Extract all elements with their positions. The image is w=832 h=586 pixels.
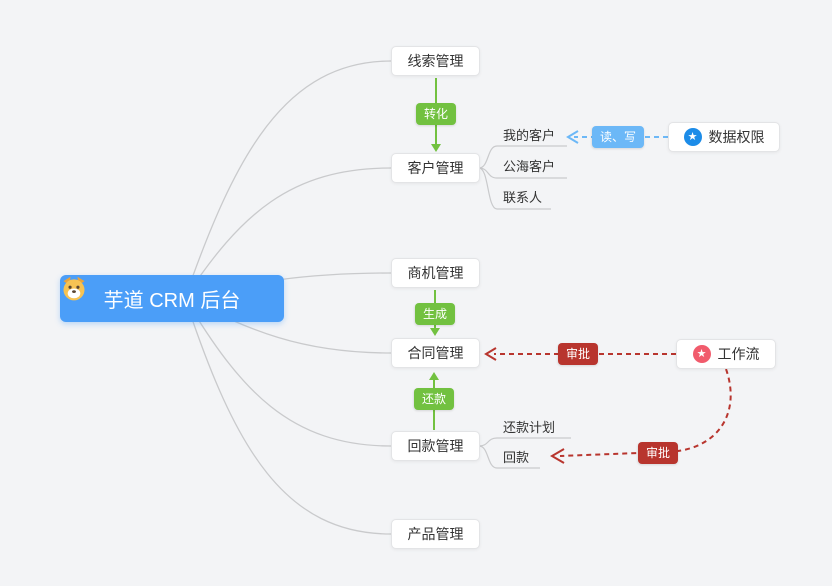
node-workflow[interactable]: ★ 工作流 (676, 339, 776, 369)
star-icon: ★ (683, 128, 702, 146)
star-icon: ★ (692, 345, 711, 363)
node-contract-management[interactable]: 合同管理 (391, 338, 480, 368)
badge-approve-contract[interactable]: 审批 (557, 343, 599, 365)
node-product-management[interactable]: 产品管理 (391, 519, 480, 549)
badge-convert[interactable]: 转化 (415, 103, 457, 125)
node-label: 工作流 (717, 346, 760, 362)
child-receivable[interactable]: 回款 (503, 450, 530, 465)
branch-clue (184, 60, 392, 299)
node-customer-management[interactable]: 客户管理 (391, 153, 480, 183)
node-label: 合同管理 (407, 345, 464, 361)
child-my-customers[interactable]: 我的客户 (503, 128, 556, 143)
dog-icon (63, 276, 85, 301)
customer-children-connectors (478, 145, 567, 210)
node-label: 商机管理 (407, 265, 464, 281)
badge-read-write[interactable]: 读、写 (591, 126, 645, 148)
child-public-customers[interactable]: 公海客户 (503, 159, 556, 174)
branch-product (184, 297, 392, 535)
child-contacts[interactable]: 联系人 (503, 190, 543, 205)
node-label: 产品管理 (407, 526, 464, 542)
badge-approve-receivable[interactable]: 审批 (637, 442, 679, 464)
node-business-management[interactable]: 商机管理 (391, 258, 480, 288)
node-clue-management[interactable]: 线索管理 (391, 46, 480, 76)
branch-receivable (184, 297, 392, 447)
badge-generate[interactable]: 生成 (414, 303, 456, 325)
branch-customer (184, 167, 392, 299)
node-data-permission[interactable]: ★ 数据权限 (668, 122, 780, 152)
root-node-label: 芋道 CRM 后台 (103, 290, 241, 312)
root-node-crm-backend[interactable]: 芋道 CRM 后台 (60, 275, 284, 322)
node-label: 回款管理 (407, 438, 464, 454)
receivable-children-connectors (478, 437, 571, 469)
node-label: 客户管理 (407, 160, 464, 176)
child-repayment-plan[interactable]: 还款计划 (503, 420, 556, 435)
badge-repay[interactable]: 还款 (413, 388, 455, 410)
node-label: 数据权限 (708, 129, 765, 145)
node-receivable-management[interactable]: 回款管理 (391, 431, 480, 461)
node-label: 线索管理 (407, 53, 464, 69)
